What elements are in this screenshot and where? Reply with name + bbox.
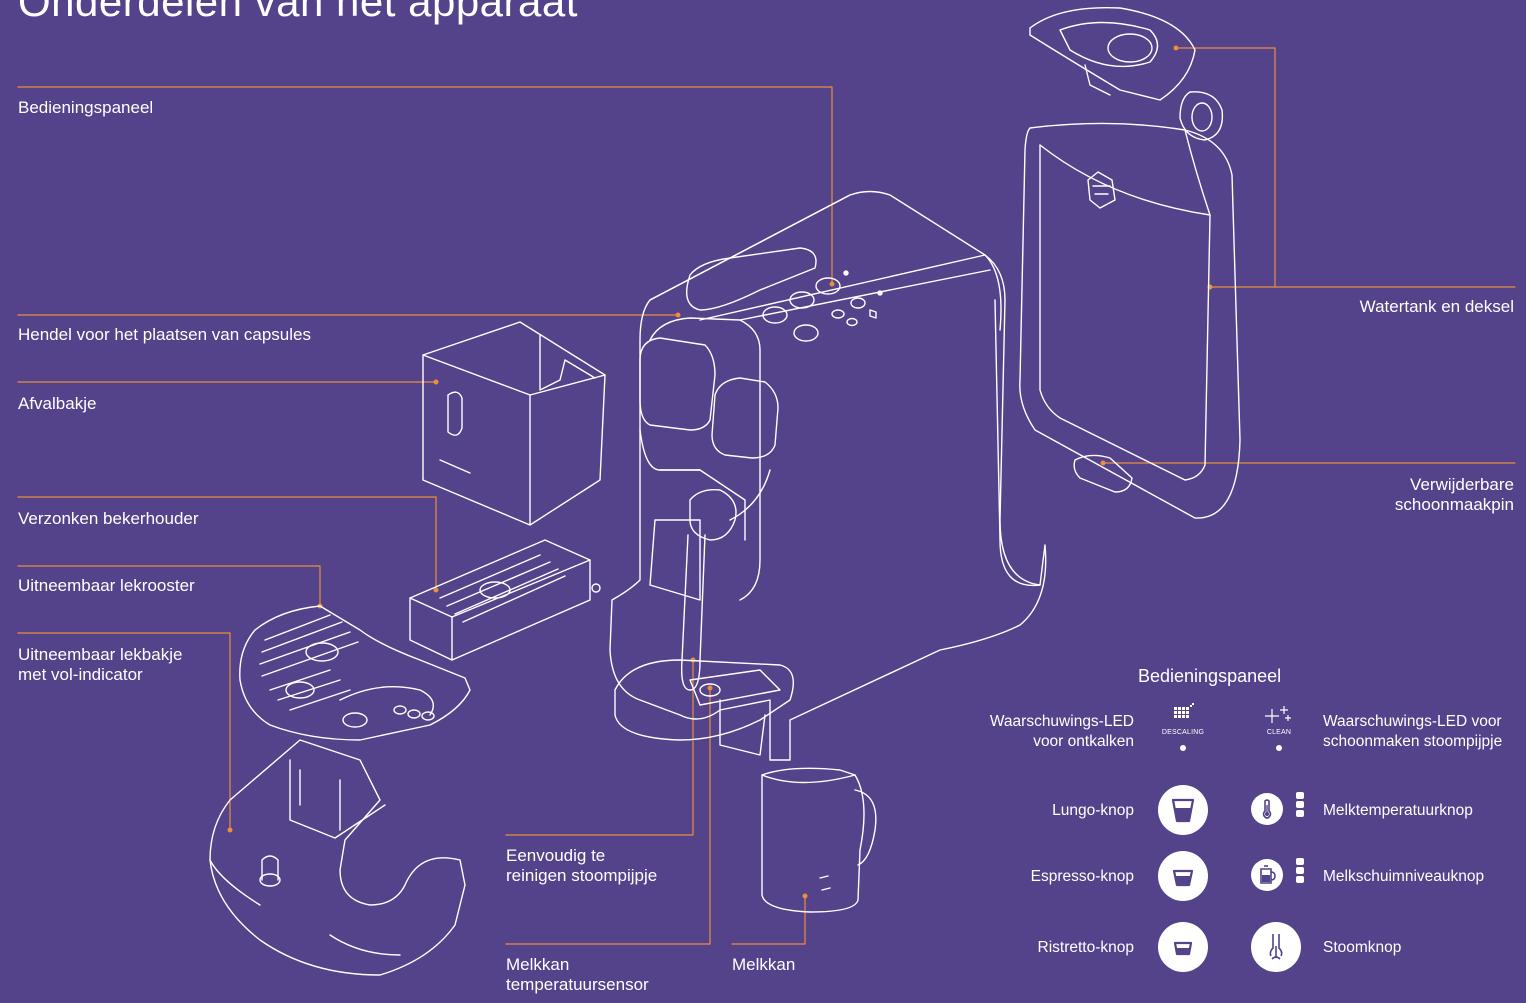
descaling-text: DESCALING [1161,729,1205,736]
label-pin-line1: Verwijderbare [1410,475,1514,494]
steam-button-icon[interactable] [1251,922,1301,972]
ristretto-label: Ristretto-knop [1037,939,1134,956]
label-bekerhouder: Verzonken bekerhouder [18,509,199,528]
ristretto-button-icon[interactable] [1158,922,1208,972]
label-temperatuursensor: Melkkan temperatuursensor [506,955,649,995]
milk-temp-label: Melktemperatuurknop [1323,802,1473,819]
label-afvalbakje: Afvalbakje [18,394,97,413]
label-pin-line2: schoonmaakpin [1394,495,1514,514]
label-lekrooster: Uitneembaar lekrooster [18,576,195,595]
label-lekbakje-line1: Uitneembaar lekbakje [18,645,183,664]
milk-froth-level-bars [1296,858,1304,885]
water-tank [1019,122,1241,519]
label-watertank: Watertank en deksel [1359,297,1514,316]
label-schoonmaakpin: Verwijderbare schoonmaakpin [1395,475,1514,515]
milk-temp-button-icon[interactable] [1251,793,1283,825]
clean-text: CLEAN [1266,729,1292,736]
label-melkkan: Melkkan [732,955,796,974]
control-panel-title: Bedieningspaneel [1138,666,1282,686]
label-stoompijpje-line1: Eenvoudig te [506,846,606,865]
label-stoompijpje-line2: reinigen stoompijpje [506,866,658,885]
waste-bin [422,321,606,526]
clean-warning-label: Waarschuwings-LED voor schoonmaken stoom… [1323,712,1502,752]
descaling-icon [1174,703,1194,718]
clean-line1: Waarschuwings-LED voor [1323,713,1502,730]
leader-dots [227,45,1213,899]
clean-icon [1265,706,1291,723]
clean-line2: schoonmaken stoompijpje [1323,733,1503,750]
label-sensor-line1: Melkkan [506,955,570,974]
espresso-label: Espresso-knop [1030,868,1134,885]
label-bedieningspaneel: Bedieningspaneel [18,98,154,117]
milk-jug [761,767,877,913]
cup-holder-grid [409,539,601,661]
descaling-led [1180,745,1186,751]
descale-line1: Waarschuwings-LED [989,713,1134,730]
drip-tray [209,739,466,976]
lungo-label: Lungo-knop [1052,802,1134,819]
milk-froth-label: Melkschuimniveauknop [1323,868,1485,885]
label-lekbakje: Uitneembaar lekbakje met vol-indicator [18,645,182,685]
espresso-button-icon[interactable] [1158,851,1208,901]
clean-led [1276,745,1282,751]
page-title: Onderdelen van het apparaat [18,0,578,25]
leader-lines [17,47,1516,945]
lungo-button-icon[interactable] [1158,785,1208,835]
label-hendel: Hendel voor het plaatsen van capsules [18,325,311,344]
descale-warning-label: Waarschuwings-LED voor ontkalken [990,712,1134,752]
milk-temp-level-bars [1296,792,1304,819]
label-stoompijpje: Eenvoudig te reinigen stoompijpje [506,846,657,886]
machine-body [609,190,1047,761]
descale-line2: voor ontkalken [1033,733,1134,750]
steam-label: Stoomknop [1323,939,1402,956]
label-lekbakje-line2: met vol-indicator [18,665,143,684]
milk-froth-button-icon[interactable] [1251,859,1283,891]
label-sensor-line2: temperatuursensor [506,975,649,994]
drip-grid [239,605,471,741]
water-tank-lid [1029,6,1224,141]
